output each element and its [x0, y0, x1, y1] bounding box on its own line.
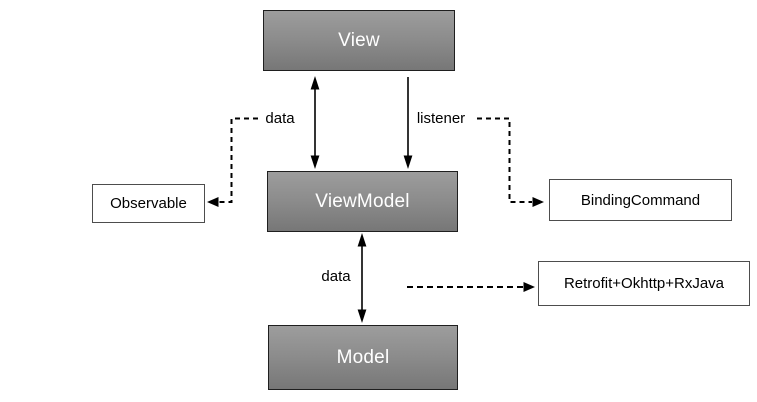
- node-retrofit-okhttp-rxjava-label: Retrofit+Okhttp+RxJava: [563, 275, 725, 292]
- node-view: View: [263, 10, 455, 71]
- node-view-label: View: [338, 29, 380, 51]
- node-observable-label: Observable: [110, 195, 187, 212]
- edge-label-listener: listener: [416, 110, 466, 127]
- arrow-view-viewmodel-data: [310, 76, 320, 169]
- dashed-connector-data-retrofit: [407, 282, 535, 292]
- node-viewmodel: ViewModel: [267, 171, 458, 232]
- arrow-view-viewmodel-listener: [403, 77, 413, 169]
- node-model-label: Model: [336, 346, 390, 368]
- edge-label-data-top: data: [265, 110, 295, 127]
- node-model: Model: [268, 325, 458, 390]
- edge-label-data-bottom: data: [321, 268, 351, 285]
- arrow-viewmodel-model-data: [357, 233, 367, 323]
- dashed-connector-listener-bindingcommand: [477, 117, 544, 207]
- node-bindingcommand: BindingCommand: [549, 179, 732, 221]
- node-retrofit-okhttp-rxjava: Retrofit+Okhttp+RxJava: [538, 261, 750, 306]
- node-bindingcommand-label: BindingCommand: [580, 191, 701, 209]
- node-observable: Observable: [92, 184, 205, 223]
- node-viewmodel-label: ViewModel: [315, 190, 410, 212]
- dashed-connector-data-observable: [207, 117, 258, 207]
